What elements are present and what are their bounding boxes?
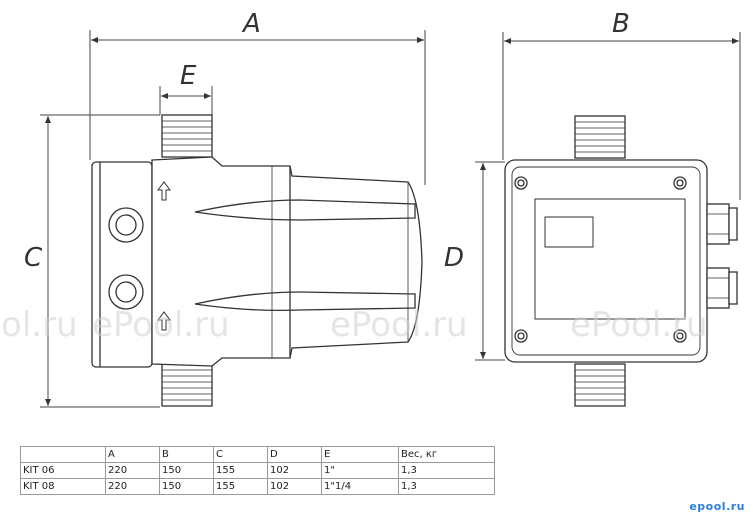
dimension-label-d: D (444, 243, 464, 273)
table-cell: 155 (213, 462, 268, 479)
table-row: KIT 08 220 150 155 102 1"1/4 1,3 (20, 478, 495, 495)
table-cell: 1" (321, 462, 399, 479)
table-cell: 102 (267, 478, 322, 495)
table-cell: 1,3 (398, 462, 495, 479)
dimension-label-e: E (180, 61, 197, 91)
side-view (91, 114, 423, 407)
dimension-label-b: B (612, 9, 630, 39)
table-cell: 1,3 (398, 478, 495, 495)
watermark: ePool.ru (92, 305, 230, 345)
table-cell: KIT 06 (20, 462, 106, 479)
header-cell (20, 446, 106, 463)
watermark: ePool.ru (570, 305, 708, 345)
dimension-c (40, 114, 160, 408)
header-cell: B (159, 446, 214, 463)
technical-drawing: A E C B D (0, 9, 741, 408)
table-cell: 1"1/4 (321, 478, 399, 495)
dimension-b (502, 32, 741, 200)
table-header-row: A B C D E Вес, кг (20, 446, 495, 463)
dimension-e (159, 86, 213, 115)
header-cell: E (321, 446, 399, 463)
table-cell: 220 (105, 462, 160, 479)
dimension-label-a: A (241, 9, 261, 39)
table-cell: 220 (105, 478, 160, 495)
table-cell: 150 (159, 462, 214, 479)
watermark: ePool.ru (330, 305, 468, 345)
watermark: ePool.ru (0, 305, 78, 345)
table-cell: 155 (213, 478, 268, 495)
header-cell: C (213, 446, 268, 463)
header-cell: D (267, 446, 322, 463)
header-cell: A (105, 446, 160, 463)
front-view (504, 115, 738, 407)
table-cell: 150 (159, 478, 214, 495)
dimension-label-c: C (24, 243, 43, 273)
watermark-group: ePool.ru ePool.ru ePool.ru ePool.ru (0, 305, 708, 345)
dimension-a (89, 30, 426, 185)
table-row: KIT 06 220 150 155 102 1" 1,3 (20, 462, 495, 479)
specifications-table: A B C D E Вес, кг KIT 06 220 150 155 102… (20, 446, 495, 495)
table-cell: 102 (267, 462, 322, 479)
dimension-d (475, 161, 505, 361)
header-cell: Вес, кг (398, 446, 495, 463)
corner-logo: epool.ru (689, 500, 745, 513)
table-cell: KIT 08 (20, 478, 106, 495)
